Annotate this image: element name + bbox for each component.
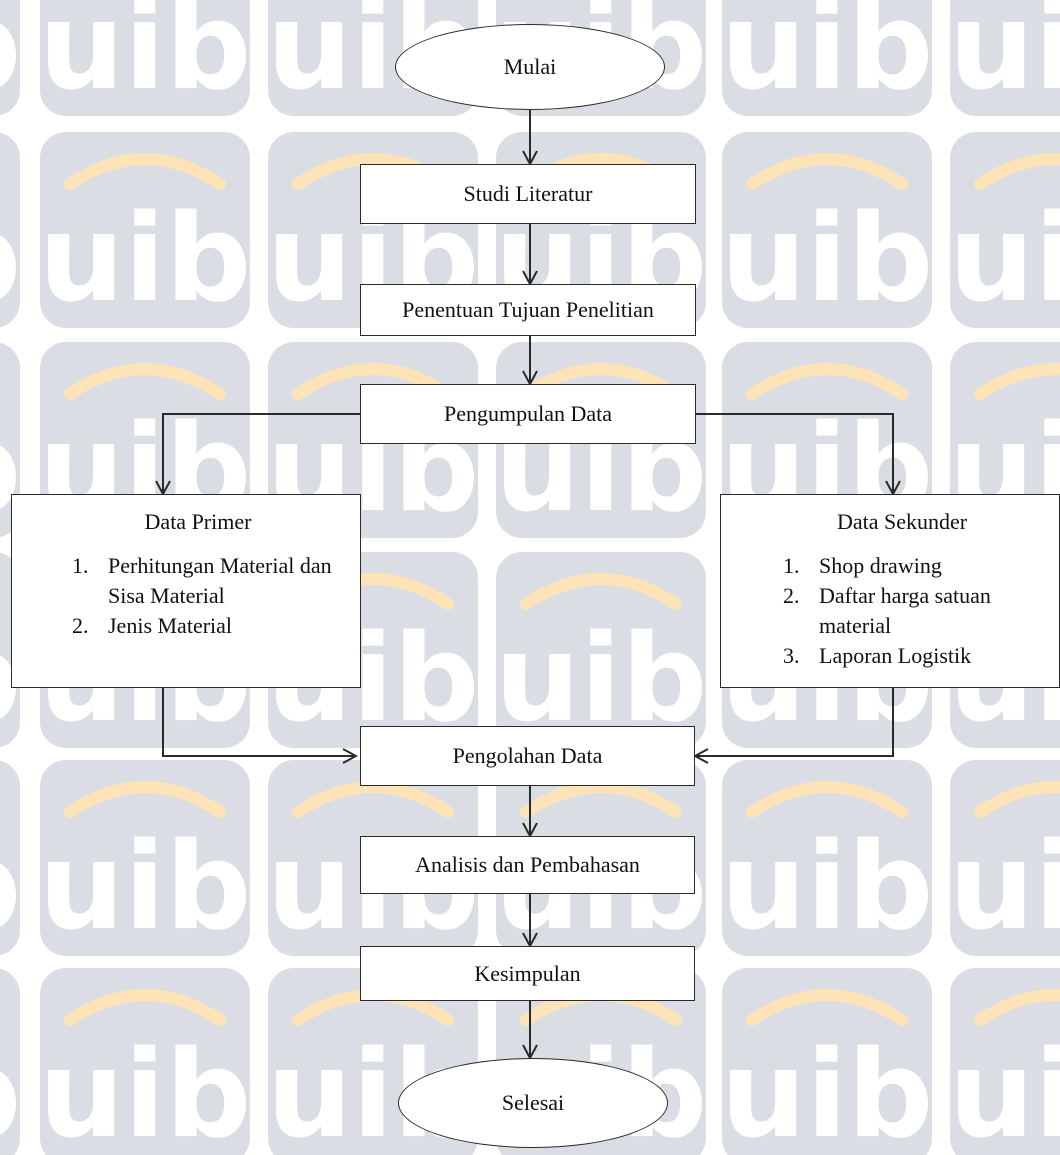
watermark-text: uib xyxy=(949,0,1060,117)
watermark-text: uib xyxy=(0,0,21,117)
watermark-text: uib xyxy=(721,818,933,957)
arrow-collection-to-secondary xyxy=(696,413,893,494)
watermark-text: uib xyxy=(721,1026,933,1155)
watermark-tile: uib xyxy=(721,968,933,1155)
step-label: Kesimpulan xyxy=(474,960,581,986)
watermark-arc xyxy=(746,781,908,818)
list-item: Shop drawing xyxy=(805,551,1043,581)
watermark-tile: uib xyxy=(949,968,1060,1155)
watermark-tile: uib xyxy=(949,760,1060,957)
watermark-arc xyxy=(746,363,908,400)
watermark-tile: uib xyxy=(39,132,251,329)
step-pengolahan-data: Pengolahan Data xyxy=(360,726,695,786)
watermark-text: uib xyxy=(949,190,1060,329)
arrow-secondary-to-processing xyxy=(695,688,894,756)
list-item: Laporan Logistik xyxy=(805,641,1043,671)
data-primer-box: Data Primer Perhitungan Material dan Sis… xyxy=(11,494,361,688)
step-kesimpulan: Kesimpulan xyxy=(360,946,695,1001)
step-label: Pengumpulan Data xyxy=(443,401,613,426)
watermark-text: uib xyxy=(39,0,251,117)
watermark-arc xyxy=(64,363,226,400)
watermark-text: uib xyxy=(721,0,933,117)
watermark-arc xyxy=(520,781,682,818)
data-sekunder-list: Shop drawing Daftar harga satuan materia… xyxy=(761,551,1043,671)
step-label: Penentuan Tujuan Penelitian xyxy=(402,297,654,322)
data-primer-title: Data Primer xyxy=(144,509,252,534)
step-pengumpulan-data: Pengumpulan Data xyxy=(360,384,696,444)
watermark-tile: uib xyxy=(495,552,707,749)
data-primer-list: Perhitungan Material dan Sisa Material J… xyxy=(52,551,344,641)
step-label: Studi Literatur xyxy=(463,181,593,206)
watermark-arc xyxy=(520,363,682,400)
end-label: Selesai xyxy=(501,1090,565,1115)
watermark-tile: uib xyxy=(0,760,21,957)
watermark-arc xyxy=(292,781,454,818)
watermark-arc xyxy=(520,573,682,610)
watermark-tile: uib xyxy=(0,968,21,1155)
watermark-text: uib xyxy=(39,190,251,329)
watermark-arc xyxy=(746,153,908,190)
watermark-tile: uib xyxy=(39,0,251,117)
watermark-arc xyxy=(64,153,226,190)
step-analisis-pembahasan: Analisis dan Pembahasan xyxy=(360,836,695,894)
watermark-text: uib xyxy=(495,610,707,749)
step-studi-literatur: Studi Literatur xyxy=(360,164,696,224)
watermark-text: uib xyxy=(39,1026,251,1155)
watermark-tile: uib xyxy=(721,0,933,117)
watermark-text: uib xyxy=(949,818,1060,957)
watermark-tile: uib xyxy=(949,132,1060,329)
watermark-arc xyxy=(974,781,1060,818)
watermark-tile: uib xyxy=(0,0,21,117)
watermark-tile: uib xyxy=(39,760,251,957)
watermark-text: uib xyxy=(39,818,251,957)
watermark-text: uib xyxy=(0,190,21,329)
step-label: Pengolahan Data xyxy=(452,743,603,768)
list-item: Daftar harga satuan material xyxy=(805,581,1043,641)
end-terminal: Selesai xyxy=(398,1058,668,1148)
watermark-arc xyxy=(974,989,1060,1026)
watermark-text: uib xyxy=(949,1026,1060,1155)
watermark-tile: uib xyxy=(721,760,933,957)
data-sekunder-title: Data Sekunder xyxy=(836,509,968,534)
watermark-tile: uib xyxy=(0,132,21,329)
watermark-arc xyxy=(292,363,454,400)
step-label: Analisis dan Pembahasan xyxy=(415,852,640,877)
list-item: Jenis Material xyxy=(94,611,344,641)
watermark-arc xyxy=(64,989,226,1026)
start-terminal: Mulai xyxy=(395,24,665,110)
watermark-arc xyxy=(746,989,908,1026)
watermark-arc xyxy=(974,363,1060,400)
watermark-tile: uib xyxy=(721,132,933,329)
watermark-text: uib xyxy=(721,190,933,329)
data-sekunder-box: Data Sekunder Shop drawing Daftar harga … xyxy=(720,494,1060,688)
start-label: Mulai xyxy=(503,54,557,79)
arrow-collection-to-primary xyxy=(163,413,360,494)
step-penentuan-tujuan: Penentuan Tujuan Penelitian xyxy=(360,284,696,336)
arrow-primary-to-processing xyxy=(162,688,356,756)
list-item: Perhitungan Material dan Sisa Material xyxy=(94,551,344,611)
watermark-tile: uib xyxy=(39,968,251,1155)
watermark-arc xyxy=(974,153,1060,190)
watermark-tile: uib xyxy=(949,0,1060,117)
watermark-arc xyxy=(64,781,226,818)
watermark-text: uib xyxy=(0,1026,21,1155)
watermark-text: uib xyxy=(0,818,21,957)
